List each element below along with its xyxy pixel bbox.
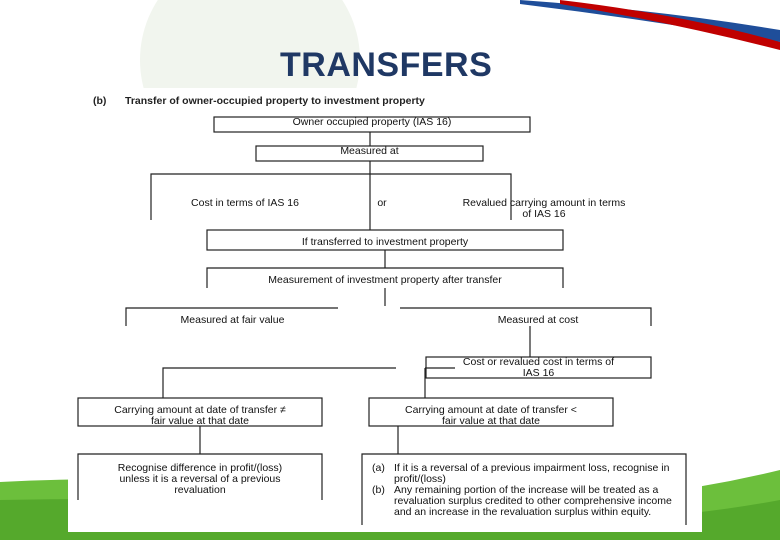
recognise-text-3: revaluation bbox=[174, 484, 226, 496]
item-b-text: Any remaining portion of the increase wi… bbox=[394, 484, 672, 518]
revalued-text-2: of IAS 16 bbox=[522, 208, 566, 220]
connector-fair-value-down bbox=[162, 367, 396, 398]
subtitle-text: Transfer of owner-occupied property to i… bbox=[125, 95, 425, 107]
item-b-marker: (b) bbox=[372, 484, 385, 496]
reversal-items-list: (a) If it is a reversal of a previous im… bbox=[372, 463, 672, 518]
owner-occupied-text: Owner occupied property (IAS 16) bbox=[292, 116, 452, 128]
header-red-swoosh bbox=[560, 0, 780, 50]
list-item-a: (a) If it is a reversal of a previous im… bbox=[372, 463, 672, 485]
box-measurement-after bbox=[206, 267, 564, 288]
fair-value-text: Measured at fair value bbox=[180, 314, 285, 326]
carrying-left-text-1: Carrying amount at date of transfer ≠ bbox=[114, 404, 286, 416]
branch-fair-value bbox=[125, 307, 338, 326]
revalued-text-1: Revalued carrying amount in terms bbox=[462, 197, 626, 209]
header-blue-swoosh bbox=[520, 0, 780, 42]
subtitle-label: (b) bbox=[93, 95, 107, 107]
branch-at-cost bbox=[400, 307, 652, 326]
item-a-text: If it is a reversal of a previous impair… bbox=[394, 462, 670, 485]
connector-branch bbox=[150, 173, 512, 192]
box-reversal-items bbox=[361, 453, 687, 525]
recognise-text-1: Recognise difference in profit/(loss) bbox=[117, 462, 283, 474]
if-transferred-text: If transferred to investment property bbox=[301, 236, 469, 248]
carrying-right-text-1: Carrying amount at date of transfer < bbox=[405, 404, 577, 416]
measured-at-text: Measured at bbox=[340, 145, 399, 157]
box-owner-occupied bbox=[213, 116, 531, 133]
diagram-subtitle: (b) Transfer of owner-occupied property t… bbox=[93, 95, 425, 107]
carrying-left-text-2: fair value at that date bbox=[150, 415, 250, 427]
at-cost-text: Measured at cost bbox=[497, 314, 579, 326]
diagram-panel bbox=[68, 88, 702, 532]
item-a-marker: (a) bbox=[372, 462, 385, 474]
cost-revalued-text-2: IAS 16 bbox=[522, 367, 555, 379]
box-recognise bbox=[77, 453, 323, 500]
or-text: or bbox=[377, 197, 387, 209]
cost-terms-text: Cost in terms of IAS 16 bbox=[191, 197, 299, 209]
recognise-text-2: unless it is a reversal of a previous bbox=[119, 473, 281, 485]
slide-title: TRANSFERS bbox=[280, 46, 493, 84]
list-item-b: (b) Any remaining portion of the increas… bbox=[372, 485, 672, 518]
measurement-after-text: Measurement of investment property after… bbox=[268, 274, 502, 286]
cost-revalued-text-1: Cost or revalued cost in terms of bbox=[462, 356, 615, 368]
box-carrying-right bbox=[368, 397, 614, 427]
carrying-right-text-2: fair value at that date bbox=[441, 415, 541, 427]
